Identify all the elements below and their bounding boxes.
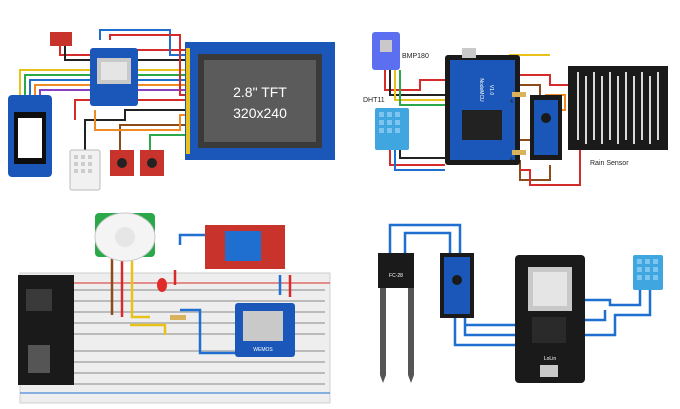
- lolin-label: LoLin: [544, 356, 556, 362]
- weather-wiring-diagram: BMP180 DHT11 NodeMCU V1.0 4.7k 4.7k: [363, 32, 668, 186]
- red-led: [157, 278, 167, 292]
- soil-probe-head: [378, 253, 414, 288]
- resistor-1: [512, 92, 526, 97]
- nodemcu-label: NodeMCU: [478, 78, 484, 102]
- rain-sensor-label: Rain Sensor: [590, 160, 629, 167]
- soil-probe-leg-right: [408, 288, 414, 383]
- led-resistor: [170, 315, 186, 320]
- tft-wiring-diagram: 2.8" TFT 320x240: [8, 29, 335, 191]
- panel-pir-relay: WEMOS: [0, 205, 340, 409]
- top-sensor-module: [50, 32, 72, 46]
- resistor-2: [512, 150, 526, 155]
- nodemcu-sub-label: V1.0: [488, 85, 494, 96]
- tft-label-line2: 320x240: [233, 105, 287, 121]
- panel-soil-moisture: FC-28 LoLin: [350, 205, 680, 409]
- soil-moisture-diagram: FC-28 LoLin: [378, 223, 663, 383]
- dht11-label: DHT11: [363, 97, 385, 104]
- breadboard-holes: [30, 289, 325, 385]
- soil-probe-leg-left: [380, 288, 386, 383]
- tft-label-line1: 2.8" TFT: [233, 84, 287, 100]
- resistor-1-label: 4.7k: [510, 99, 520, 105]
- soil-probe-label: FC-28: [389, 273, 403, 279]
- bmp180-label: BMP180: [402, 53, 429, 60]
- pir-relay-diagram: WEMOS: [18, 212, 331, 404]
- panel-weather-station: BMP180 DHT11 NodeMCU V1.0 4.7k 4.7k: [350, 0, 680, 200]
- wemos-label: WEMOS: [253, 347, 273, 353]
- panel-tft-wiring: 2.8" TFT 320x240: [0, 0, 340, 200]
- resistor-2-label: 4.7k: [510, 157, 520, 163]
